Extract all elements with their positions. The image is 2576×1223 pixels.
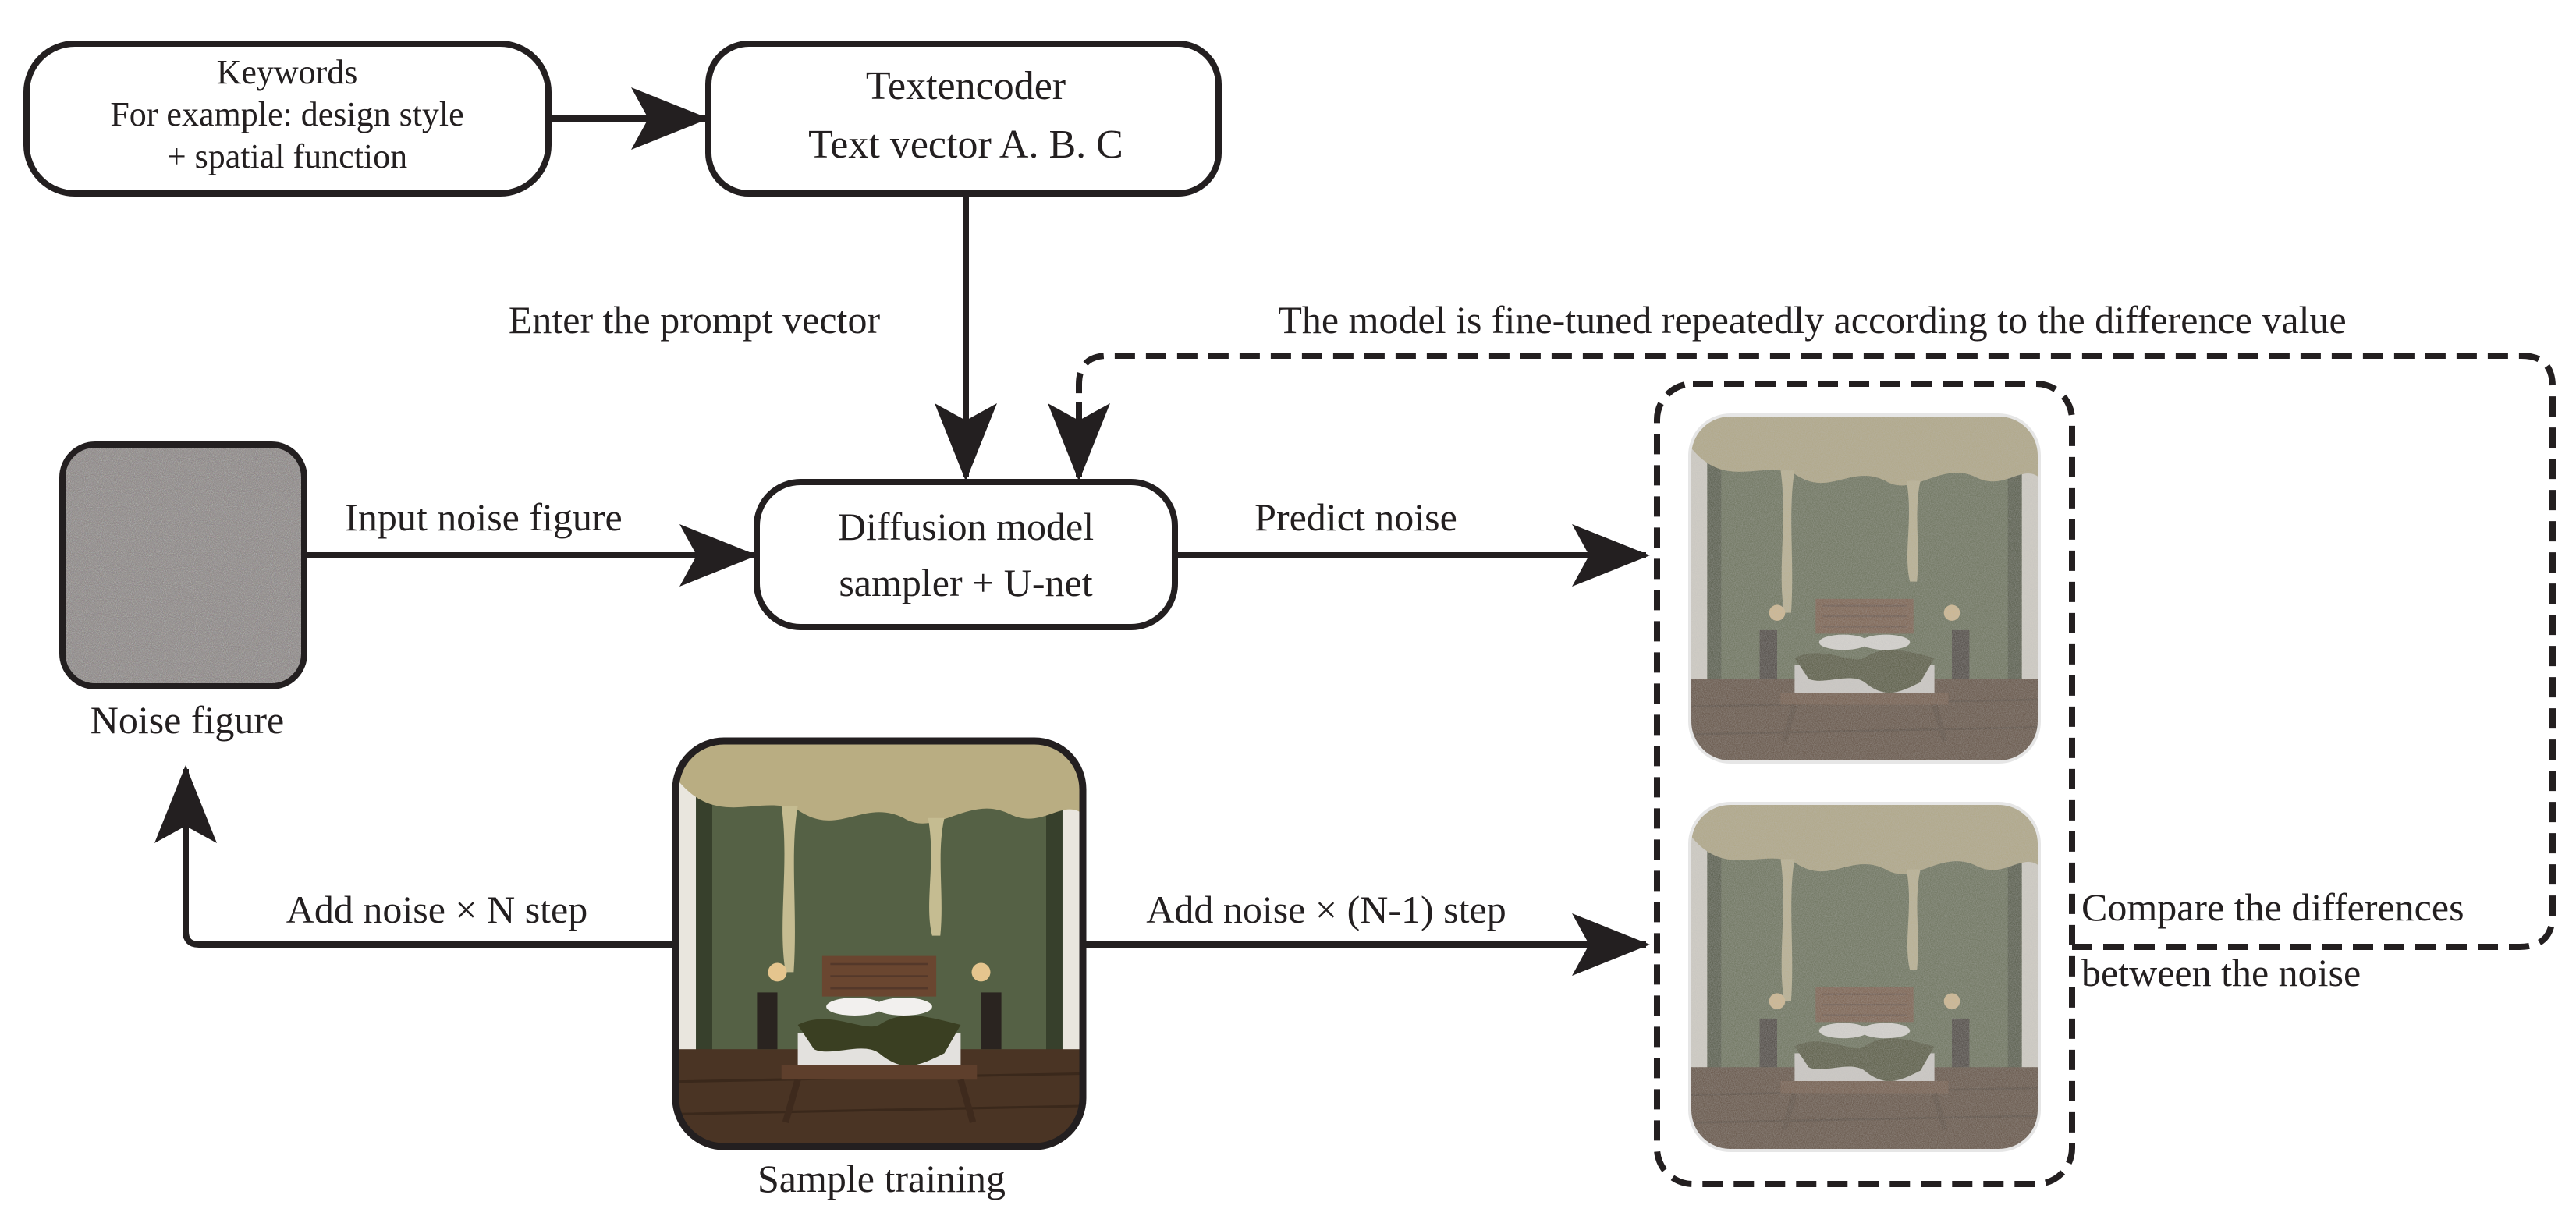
diffusion-model-box: Diffusion model sampler + U-net bbox=[754, 479, 1178, 630]
diffusion-model-title: Diffusion model bbox=[838, 505, 1094, 548]
keywords-box: Keywords For example: design style + spa… bbox=[23, 41, 552, 197]
noise-figure-image bbox=[59, 441, 307, 689]
predicted-images-dashed-box bbox=[1654, 381, 2075, 1187]
input-noise-label: Input noise figure bbox=[345, 495, 622, 539]
predicted-image-top bbox=[1688, 413, 2041, 764]
keywords-title: Keywords bbox=[217, 53, 358, 91]
text-vector-label: Text vector A. B. C bbox=[808, 122, 1123, 167]
noise-figure-caption: Noise figure bbox=[90, 698, 285, 742]
predicted-image-bottom bbox=[1688, 802, 2041, 1152]
textencoder-box: Textencoder Text vector A. B. C bbox=[705, 41, 1222, 197]
keywords-example: For example: design style bbox=[110, 95, 463, 133]
sample-training-image bbox=[672, 737, 1087, 1150]
sample-training-caption: Sample training bbox=[758, 1157, 1006, 1200]
add-noise-n-label: Add noise × N step bbox=[286, 888, 588, 931]
add-noise-n1-label: Add noise × (N-1) step bbox=[1146, 888, 1506, 931]
textencoder-title: Textencoder bbox=[866, 64, 1066, 108]
diffusion-sampler-label: sampler + U-net bbox=[839, 561, 1092, 604]
predict-noise-label: Predict noise bbox=[1254, 495, 1457, 539]
fine-tuned-label: The model is fine-tuned repeatedly accor… bbox=[1278, 298, 2346, 342]
compare-differences-label: Compare the differences bbox=[2081, 885, 2464, 929]
enter-prompt-label: Enter the prompt vector bbox=[509, 298, 881, 342]
keywords-function: + spatial function bbox=[167, 137, 407, 175]
arrow-sample-to-noise-figure bbox=[154, 765, 676, 948]
between-noise-label: between the noise bbox=[2081, 951, 2361, 994]
compare-dashed-box bbox=[1076, 353, 2556, 950]
